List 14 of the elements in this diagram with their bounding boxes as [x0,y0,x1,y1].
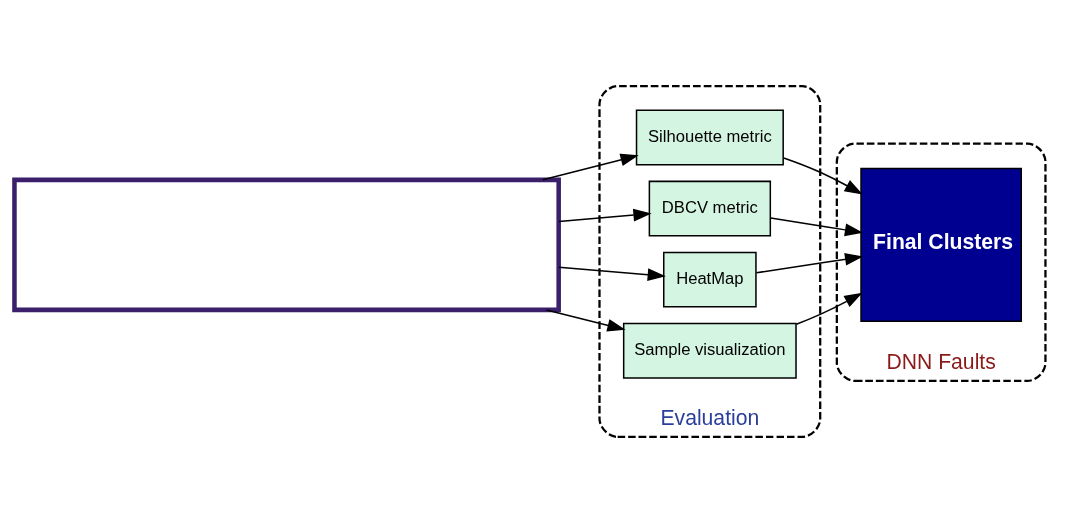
arrow [782,156,863,194]
arrow [558,266,666,281]
node-box: DBCV metric [648,180,772,237]
arrow [545,308,626,332]
node-box: HeatMap [663,251,757,308]
node-box: Sample visualization [622,322,797,379]
arrow [755,252,864,274]
arrow [795,292,863,325]
node-box: Final Clusters [860,167,1022,322]
arrow [558,208,652,222]
arrow [770,216,864,236]
arrow [542,153,639,181]
node-box: Silhouette metric [635,109,784,165]
node-box [12,177,561,312]
